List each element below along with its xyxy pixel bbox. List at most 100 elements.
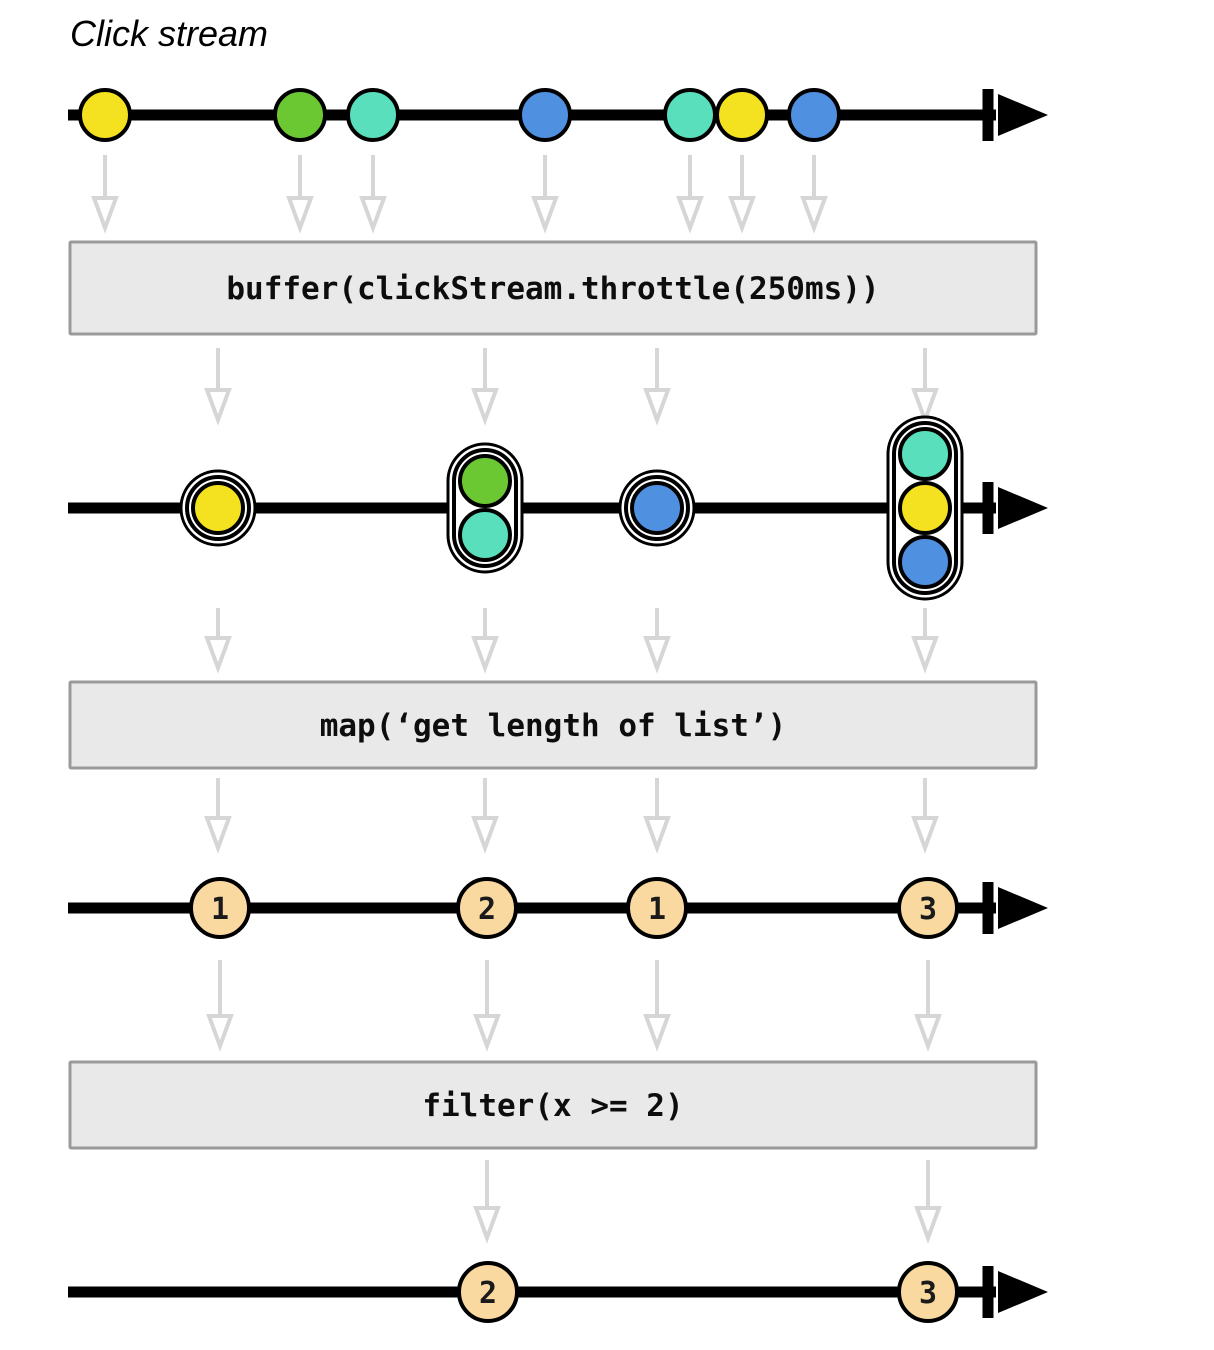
operator-label: filter(x >= 2) bbox=[422, 1088, 683, 1124]
marble-circle-peach bbox=[626, 877, 688, 939]
flow-arrow-icon bbox=[911, 608, 939, 674]
flow-arrow-head bbox=[914, 1014, 942, 1052]
flow-arrow-icon bbox=[471, 778, 499, 854]
flow-arrow-head bbox=[471, 816, 499, 854]
flow-arrow-head bbox=[204, 636, 232, 674]
marble-value-label: 2 bbox=[479, 1276, 497, 1311]
flow-arrow-head bbox=[911, 636, 939, 674]
operator-box-filter[interactable]: filter(x >= 2) bbox=[68, 1060, 1038, 1150]
flow-arrow-group-c bbox=[204, 608, 939, 674]
operator-box-map[interactable]: map(‘get length of list’) bbox=[68, 680, 1038, 770]
flow-arrow-icon bbox=[204, 778, 232, 854]
marble-blue bbox=[630, 481, 684, 535]
flow-arrow-head bbox=[286, 196, 314, 234]
operator-box-bg bbox=[68, 680, 1038, 770]
marble-group[interactable] bbox=[446, 442, 524, 574]
operator-label: buffer(clickStream.throttle(250ms)) bbox=[226, 271, 879, 307]
flow-arrow-head bbox=[728, 196, 756, 234]
page-title-text: Click stream bbox=[70, 13, 268, 54]
marble-circle bbox=[518, 88, 572, 142]
flow-arrow-group-b bbox=[204, 348, 939, 426]
flow-arrow-head bbox=[471, 388, 499, 426]
flow-arrow-icon bbox=[91, 155, 119, 234]
marble-group[interactable] bbox=[618, 469, 696, 547]
marble-teal bbox=[458, 508, 512, 562]
flow-arrow-head bbox=[91, 196, 119, 234]
marble-yellow bbox=[191, 481, 245, 535]
flow-arrow-icon bbox=[643, 778, 671, 854]
marble-yellow[interactable] bbox=[78, 88, 132, 142]
flow-arrow-icon bbox=[206, 960, 234, 1052]
flow-arrow-head bbox=[531, 196, 559, 234]
marble-green[interactable] bbox=[273, 88, 327, 142]
flow-arrow-group-f bbox=[473, 1160, 942, 1244]
timeline-click-stream bbox=[68, 88, 1048, 142]
flow-arrow-icon bbox=[531, 155, 559, 234]
marble-circle bbox=[273, 88, 327, 142]
operator-box-bg bbox=[68, 240, 1038, 336]
marble-circle-peach bbox=[189, 877, 251, 939]
marble-circle bbox=[715, 88, 769, 142]
timeline-buffered-stream bbox=[68, 415, 1048, 601]
flow-arrow-head bbox=[359, 196, 387, 234]
flow-arrow-icon bbox=[728, 155, 756, 234]
flow-arrow-icon bbox=[914, 1160, 942, 1244]
marble-yellow[interactable] bbox=[715, 88, 769, 142]
marble-circle-peach bbox=[457, 1261, 519, 1323]
flow-arrow-head bbox=[911, 388, 939, 426]
timeline-arrowhead bbox=[998, 1271, 1048, 1313]
flow-arrow-head bbox=[643, 388, 671, 426]
marble-blue[interactable] bbox=[518, 88, 572, 142]
operator-label: map(‘get length of list’) bbox=[320, 708, 787, 744]
flow-arrow-icon bbox=[800, 155, 828, 234]
marble-value-label: 3 bbox=[919, 892, 937, 927]
flow-arrow-head bbox=[471, 636, 499, 674]
timeline-lengths-stream: 1 2 1 3 bbox=[68, 877, 1048, 939]
flow-arrow-group-a bbox=[91, 155, 828, 234]
marble-value-label: 1 bbox=[211, 892, 229, 927]
flow-arrow-head bbox=[914, 1206, 942, 1244]
flow-arrow-icon bbox=[643, 608, 671, 674]
flow-arrow-head bbox=[643, 1014, 671, 1052]
marble-circle bbox=[346, 88, 400, 142]
flow-arrow-head bbox=[676, 196, 704, 234]
flow-arrow-group-d bbox=[204, 778, 939, 854]
marble-teal[interactable] bbox=[663, 88, 717, 142]
marble-teal[interactable] bbox=[346, 88, 400, 142]
marble-value[interactable]: 3 bbox=[897, 1261, 959, 1323]
flow-arrow-icon bbox=[911, 778, 939, 854]
flow-arrow-head bbox=[204, 388, 232, 426]
timeline-arrowhead bbox=[998, 487, 1048, 529]
operator-box-buffer[interactable]: buffer(clickStream.throttle(250ms)) bbox=[68, 240, 1038, 336]
marble-circle bbox=[787, 88, 841, 142]
marble-circle bbox=[78, 88, 132, 142]
timeline-arrowhead bbox=[998, 887, 1048, 929]
flow-arrow-head bbox=[911, 816, 939, 854]
marble-circle-peach bbox=[897, 1261, 959, 1323]
flow-arrow-icon bbox=[471, 348, 499, 426]
marble-yellow bbox=[898, 481, 952, 535]
marble-group[interactable] bbox=[886, 415, 964, 601]
marble-value[interactable]: 1 bbox=[626, 877, 688, 939]
marble-group[interactable] bbox=[179, 469, 257, 547]
marble-teal bbox=[898, 427, 952, 481]
flow-arrow-group-e bbox=[206, 960, 942, 1052]
flow-arrow-icon bbox=[204, 608, 232, 674]
marble-value[interactable]: 2 bbox=[456, 877, 518, 939]
marble-value[interactable]: 3 bbox=[897, 877, 959, 939]
flow-arrow-icon bbox=[911, 348, 939, 426]
marble-value[interactable]: 2 bbox=[457, 1261, 519, 1323]
marble-blue[interactable] bbox=[787, 88, 841, 142]
flow-arrow-icon bbox=[286, 155, 314, 234]
flow-arrow-icon bbox=[643, 348, 671, 426]
marble-circle-peach bbox=[897, 877, 959, 939]
marble-value[interactable]: 1 bbox=[189, 877, 251, 939]
flow-arrow-icon bbox=[473, 1160, 501, 1244]
marble-blue bbox=[898, 535, 952, 589]
marble-value-label: 3 bbox=[919, 1276, 937, 1311]
flow-arrow-head bbox=[800, 196, 828, 234]
flow-arrow-icon bbox=[676, 155, 704, 234]
flow-arrow-icon bbox=[359, 155, 387, 234]
